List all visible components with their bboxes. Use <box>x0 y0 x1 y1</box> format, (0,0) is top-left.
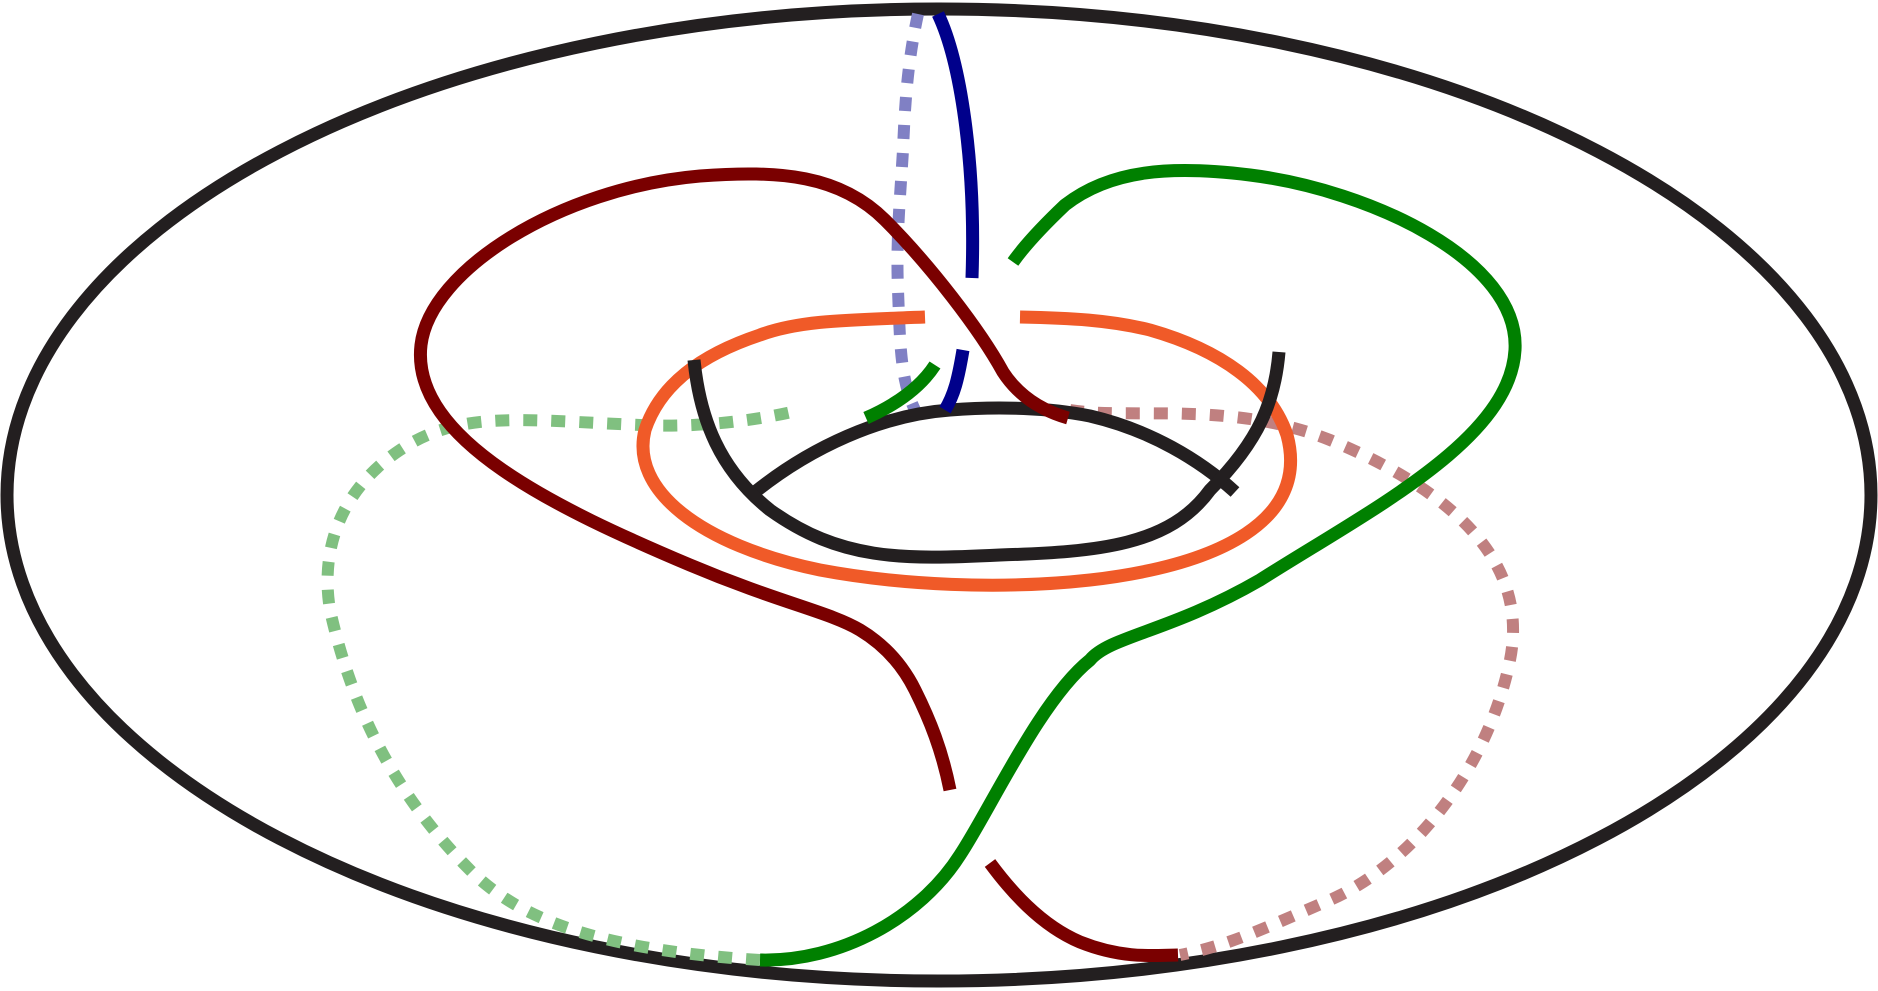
blue-dashed-arc <box>891 12 924 413</box>
green-solid-main <box>759 163 1522 967</box>
blue-solid-upper <box>932 11 980 279</box>
torus-hole-upper <box>750 401 1240 498</box>
green-dashed-loop <box>321 404 802 966</box>
green-solid-inner <box>863 361 941 424</box>
blue-solid-lower <box>939 348 970 414</box>
red-solid-main <box>414 167 1070 792</box>
red-solid-lower <box>984 859 1179 963</box>
red-dashed-loop <box>1069 404 1520 961</box>
orange-loop <box>636 310 1298 592</box>
torus-hole-lower <box>687 351 1286 564</box>
